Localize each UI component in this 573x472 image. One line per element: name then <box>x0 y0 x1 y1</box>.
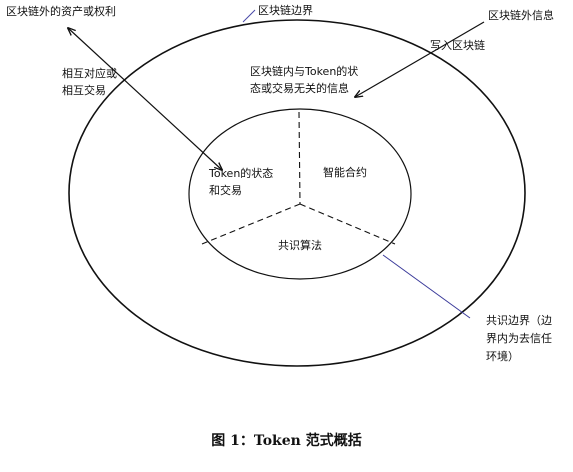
consensus-boundary-ellipse <box>188 108 412 280</box>
token-state-label-2: 和交易 <box>209 184 242 197</box>
smart-contract-label: 智能合约 <box>323 166 367 179</box>
consensus-algorithm-label: 共识算法 <box>278 239 322 252</box>
divider-left <box>201 203 301 245</box>
figure-caption: 图 1：Token 范式概括 <box>211 433 362 449</box>
mutual-arrow <box>68 28 222 170</box>
mutual-correspondence-label-2: 相互交易 <box>62 84 106 97</box>
consensus-boundary-pointer <box>382 254 471 319</box>
write-into-chain-label: 写入区块链 <box>430 39 485 52</box>
write-arrow <box>355 21 485 97</box>
blockchain-boundary-ellipse <box>68 19 526 367</box>
unrelated-info-label-2: 态或交易无关的信息 <box>250 82 349 95</box>
unrelated-info-label-1: 区块链内与Token的状 <box>250 65 359 78</box>
blockchain-boundary-label: 区块链边界 <box>258 4 313 17</box>
consensus-boundary-label-2: 界内为去信任 <box>486 332 552 345</box>
consensus-boundary-label-1: 共识边界（边 <box>486 314 552 327</box>
outside-assets-label: 区块链外的资产或权利 <box>6 5 116 18</box>
divider-top <box>298 111 301 205</box>
blockchain-boundary-pointer <box>242 9 256 23</box>
token-state-label-1: Token的状态 <box>209 167 274 180</box>
consensus-boundary-label-3: 环境） <box>486 350 519 363</box>
external-info-label: 区块链外信息 <box>488 9 554 22</box>
mutual-correspondence-label-1: 相互对应或 <box>62 67 117 80</box>
divider-right <box>299 203 396 245</box>
